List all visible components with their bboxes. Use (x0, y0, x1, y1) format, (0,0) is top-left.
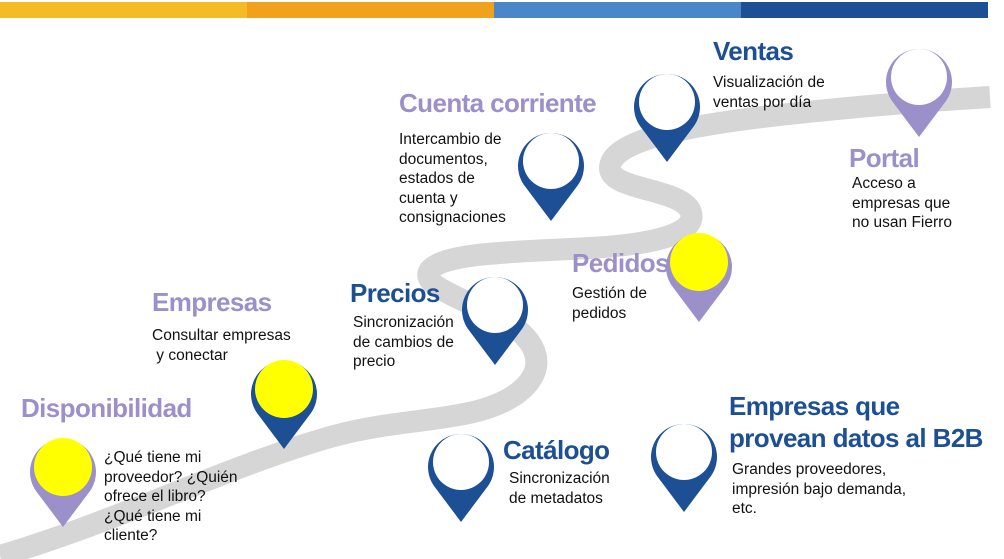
milestone-title-ventas: Ventas (713, 36, 794, 66)
color-bar-yellow (0, 2, 247, 18)
milestone-title-cuenta-corriente: Cuenta corriente (399, 88, 597, 118)
location-pin-icon (428, 434, 494, 522)
location-pin-icon (666, 233, 732, 322)
location-pin-icon (251, 360, 317, 449)
pin-center (639, 74, 695, 130)
milestone-desc-cuenta-corriente: Intercambio de documentos, estados de cu… (399, 131, 506, 227)
milestone-title-b2b: Empresas que provean datos al B2B (729, 391, 983, 453)
milestone-desc-precios: Sincronización de cambios de precio (353, 314, 454, 371)
milestone-title-empresas: Empresas (152, 287, 272, 317)
milestone-desc-ventas: Visualización de ventas por día (713, 74, 825, 111)
pin-center (433, 434, 489, 490)
pin-center (891, 49, 947, 105)
milestone-title-pedidos: Pedidos (572, 248, 670, 278)
location-pin-icon (30, 438, 96, 527)
milestone-desc-portal: Acceso a empresas que no usan Fierro (852, 175, 952, 232)
milestone-desc-b2b: Grandes proveedores, impresión bajo dema… (732, 461, 907, 518)
milestone-title-precios: Precios (350, 278, 440, 308)
milestone-desc-empresas: Consultar empresas y conectar (152, 327, 291, 364)
pin-center (523, 133, 579, 189)
pin-center (255, 360, 313, 418)
header-color-bars (0, 0, 988, 18)
pin-center (34, 438, 92, 496)
color-bar-dark-blue (741, 2, 988, 18)
milestone-title-portal: Portal (849, 143, 920, 173)
milestone-title-disponibilidad: Disponibilidad (21, 393, 192, 423)
pin-center (670, 233, 728, 291)
location-pin-icon (634, 74, 700, 162)
pin-center (656, 424, 712, 480)
location-pin-icon (886, 49, 952, 138)
pin-center (467, 277, 523, 333)
color-bar-light-blue (494, 2, 741, 18)
milestone-desc-pedidos: Gestión de pedidos (572, 285, 647, 322)
location-pin-icon (462, 277, 528, 365)
location-pin-icon (518, 133, 584, 221)
milestone-desc-disponibilidad: ¿Qué tiene mi proveedor? ¿Quién ofrece e… (104, 449, 238, 545)
color-bar-orange (247, 2, 494, 18)
milestone-desc-catalogo: Sincronización de metadatos (509, 470, 610, 507)
location-pin-icon (651, 424, 717, 512)
milestone-title-catalogo: Catálogo (503, 435, 610, 465)
